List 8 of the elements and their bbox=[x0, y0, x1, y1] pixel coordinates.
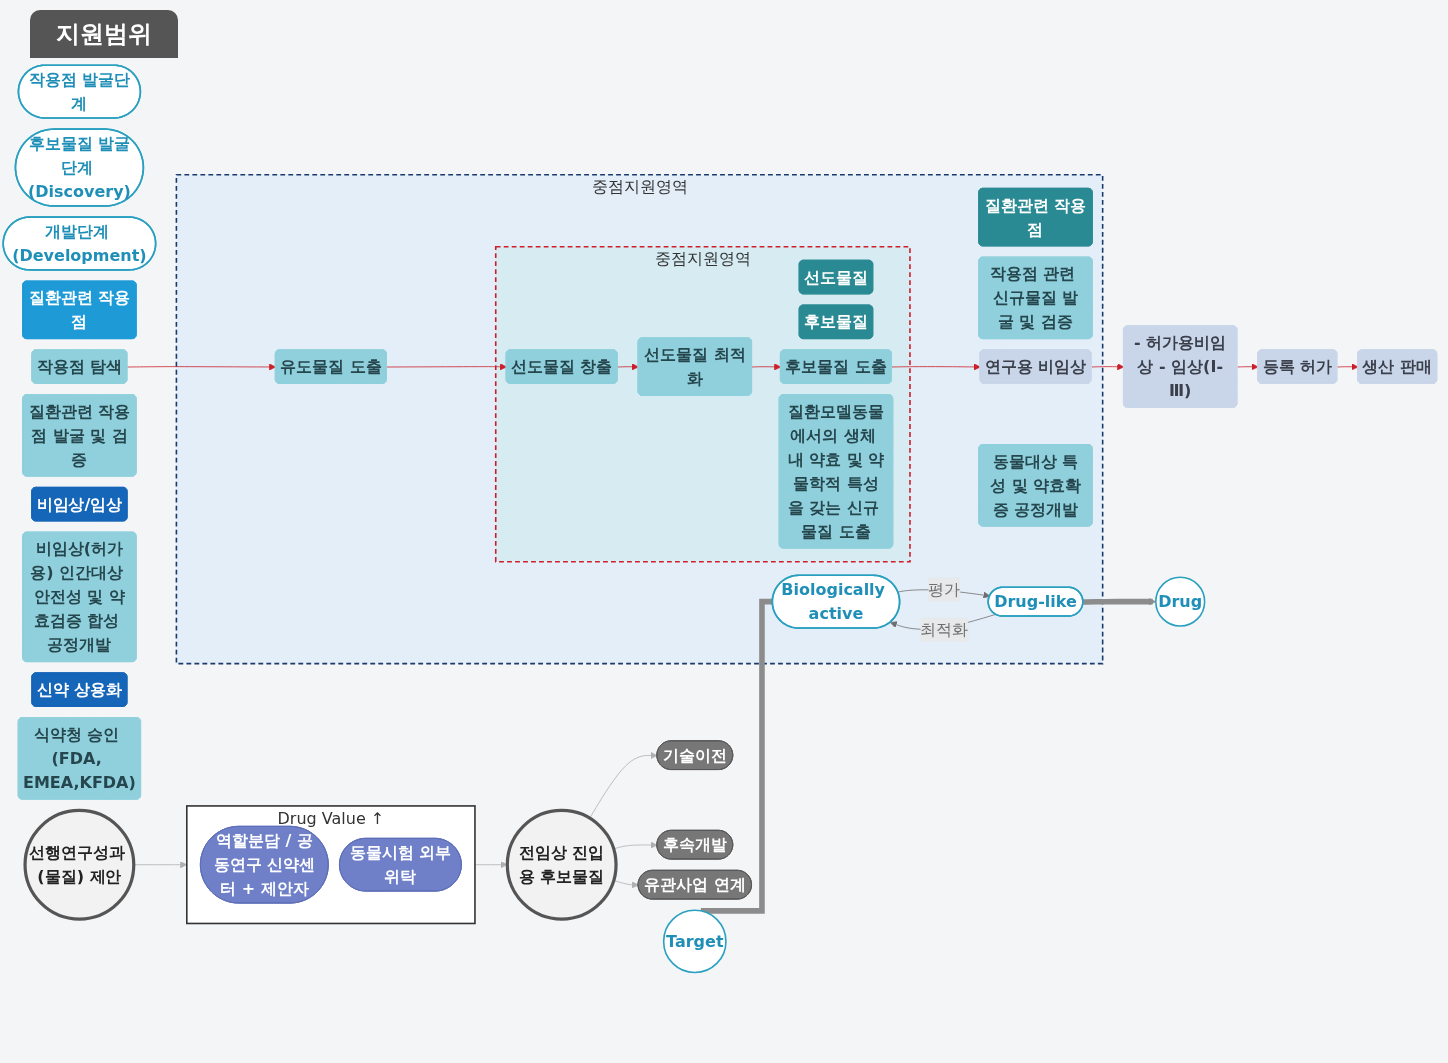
node-circle: Drug bbox=[1155, 576, 1206, 627]
node-circle: Target bbox=[662, 909, 727, 974]
edge-label: 평가 bbox=[928, 580, 961, 600]
edge-label: 최적화 bbox=[920, 620, 969, 640]
node-circle: 선행연구성과 (물질) 제안 bbox=[23, 808, 136, 921]
node-circle: 전임상 진입용 후보물질 bbox=[505, 808, 618, 921]
arrow bbox=[1083, 598, 1157, 606]
panel-title: 지원범위 bbox=[30, 10, 178, 58]
